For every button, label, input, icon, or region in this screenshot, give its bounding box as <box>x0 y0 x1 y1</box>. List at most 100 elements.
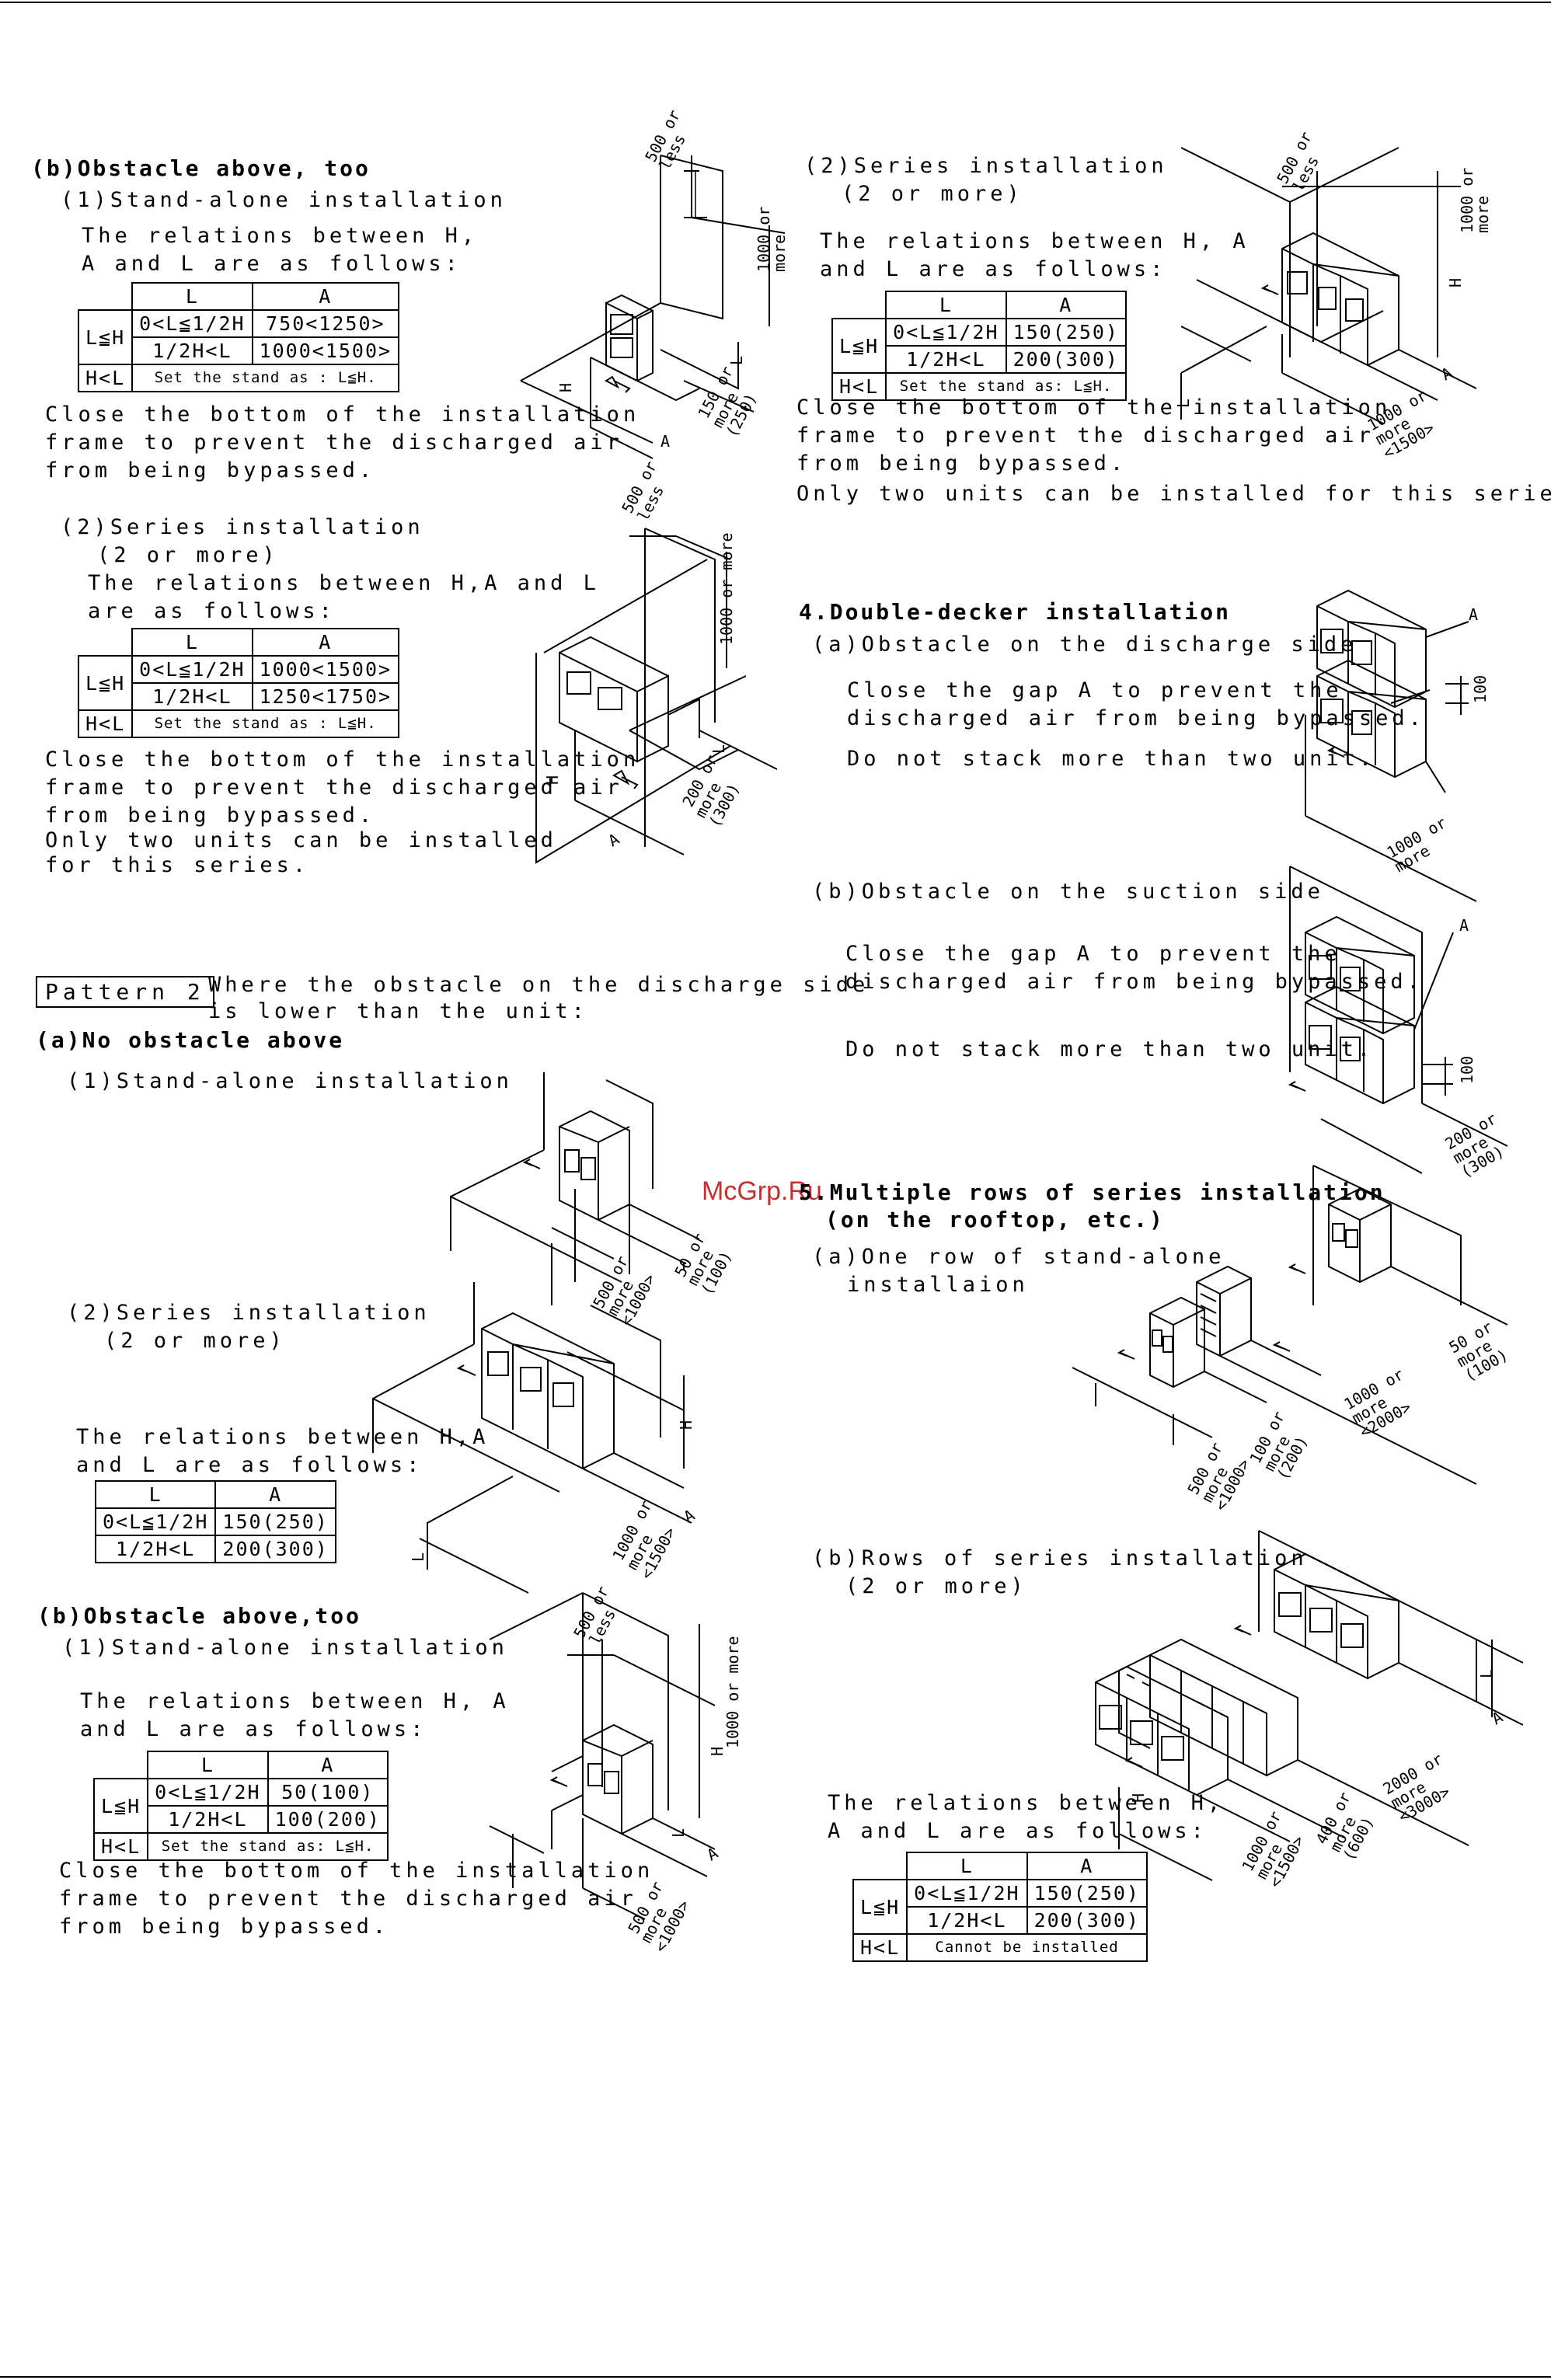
diagram-double-decker-discharge: A 100 1000 or more <box>1305 589 1490 902</box>
relations-text: are as follows: <box>88 599 336 623</box>
dim-label: 1000 or <box>1458 168 1476 233</box>
table-row-label: H<L <box>77 364 134 392</box>
table-row-label: H<L <box>77 709 134 738</box>
pattern-2-box: Pattern 2 <box>36 976 214 1008</box>
subheading-suction-side: (b)Obstacle on the suction side <box>812 880 1324 904</box>
note-text: for this series. <box>45 853 310 877</box>
note-text: Close the bottom of the installation <box>59 1859 654 1883</box>
section-heading-multiple-rows: 5.Multiple rows of series installation <box>799 1180 1385 1205</box>
subheading-discharge-side: (a)Obstacle on the discharge side <box>812 632 1358 657</box>
subheading-series-count: (2 or more) <box>97 543 279 567</box>
subheading-series-count: (2 or more) <box>104 1329 286 1353</box>
relations-text: The relations between H, <box>828 1791 1225 1815</box>
note-text: Do not stack more than two unit. <box>847 747 1376 771</box>
table-header-a: A <box>251 282 400 311</box>
note-text: discharged air from being bypassed. <box>845 970 1424 994</box>
note-text: frame to prevent the discharged air <box>45 430 623 455</box>
subheading-series: (2)Series installation <box>67 1301 430 1325</box>
table-header-l: L <box>906 1852 1028 1880</box>
section-heading-no-obstacle: (a)No obstacle above <box>36 1027 345 1053</box>
relations-text: The relations between H,A <box>76 1425 490 1449</box>
table-header-l: L <box>885 291 1007 319</box>
dim-label: 1000 or more <box>717 533 736 646</box>
table-cell: 200(300) <box>1026 1906 1148 1935</box>
table-cell: 150(250) <box>1026 1879 1148 1908</box>
table-cell: 1/2H<L <box>147 1805 269 1834</box>
dim-label-h: H <box>708 1747 727 1756</box>
diagram-right-series-obstacle-above: 500 or less 1000 or more H A L 1000 or m… <box>1174 128 1492 462</box>
table-cell: Set the stand as : L≦H. <box>131 709 400 738</box>
table-header-l: L <box>147 1751 269 1779</box>
diagram-pattern2-series: H A L 1000 or more <1500> <box>372 1282 698 1594</box>
relations-text: The relations between H,A and L <box>88 571 600 595</box>
table-header-l: L <box>94 1480 217 1509</box>
table-cell: 200(300) <box>214 1535 336 1563</box>
note-text: Do not stack more than two unit. <box>845 1037 1375 1061</box>
relations-text: and L are as follows: <box>80 1717 427 1741</box>
note-text: from being bypassed. <box>45 803 376 828</box>
subheading-series: (2)Series installation <box>61 515 424 539</box>
pattern-description: Where the obstacle on the discharge side <box>208 973 870 997</box>
table-cell: 1000<1500> <box>251 336 400 365</box>
table-cell: 750<1250> <box>251 309 400 338</box>
dim-label-h: H <box>556 383 575 392</box>
subheading-stand-alone: (1)Stand-alone installation <box>61 188 507 212</box>
table-header-a: A <box>214 1480 336 1509</box>
dim-label: more <box>1473 196 1492 233</box>
relations-text: The relations between H, <box>82 224 479 248</box>
table-row-label: H<L <box>831 372 887 401</box>
note-text: from being bypassed. <box>796 451 1128 476</box>
table-cell: 100(200) <box>267 1805 389 1834</box>
table-cell: 50(100) <box>267 1778 389 1807</box>
table-row-label: L≦H <box>852 1879 908 1935</box>
subheading-series-count: (2 or more) <box>842 182 1023 206</box>
dim-label: 1000 or <box>755 207 773 272</box>
subheading-series: (2)Series installation <box>804 154 1168 178</box>
note-text: Close the bottom of the installation <box>796 396 1392 420</box>
table-row-label: L≦H <box>77 309 134 365</box>
table-row-label: H<L <box>92 1832 149 1861</box>
table-row-label: L≦H <box>92 1778 149 1834</box>
relations-text: A and L are as follows: <box>828 1819 1208 1843</box>
note-text: Close the bottom of the installation <box>45 747 640 772</box>
table-header-l: L <box>131 628 253 657</box>
note-text: Close the gap A to prevent the <box>847 678 1343 702</box>
diagram-one-row-stand-alone: 500 or more <1000> 100 or more (200) 100… <box>1072 1165 1511 1514</box>
table-cell: 0<L≦1/2H <box>147 1778 269 1807</box>
diagram-series-obstacle-above: 500 or less 1000 or more 200 or more (30… <box>535 458 778 864</box>
table-cell: 1/2H<L <box>131 336 253 365</box>
dim-label: 100 <box>1471 675 1490 703</box>
table-cell: 1/2H<L <box>94 1535 217 1563</box>
dim-label-a: A <box>681 1506 698 1527</box>
dim-label-h: H <box>1129 1793 1148 1803</box>
section-heading-obstacle-above: (b)Obstacle above,too <box>37 1603 362 1629</box>
dim-label-l: L <box>1477 1669 1496 1678</box>
table-header-a: A <box>267 1751 389 1779</box>
subheading-stand-alone: (1)Stand-alone installation <box>67 1069 513 1093</box>
subheading-one-row: (a)One row of stand-alone <box>812 1245 1225 1269</box>
note-text: Only two units can be installed <box>45 828 557 852</box>
table-cell: 150(250) <box>214 1507 336 1536</box>
dim-label-a: A <box>704 1844 721 1865</box>
table-cell: 1/2H<L <box>885 345 1007 374</box>
diagram-rows-of-series: L A H 1000 or more <1500> 400 or more (6… <box>1095 1530 1524 1890</box>
relations-text: The relations between H, A <box>80 1689 510 1713</box>
table-cell: 0<L≦1/2H <box>885 318 1007 347</box>
note-text: Close the gap A to prevent the <box>845 942 1341 966</box>
diagram-double-decker-suction: A 100 200 or more (300) <box>1288 866 1508 1181</box>
subheading-rows-series-count: (2 or more) <box>845 1574 1027 1598</box>
table-row-label: H<L <box>852 1933 908 1962</box>
section-heading-double-decker: 4.Double-decker installation <box>799 599 1232 625</box>
table-cell: Set the stand as: L≦H. <box>147 1832 389 1861</box>
dim-label-l: L <box>409 1552 427 1562</box>
relations-text: A and L are as follows: <box>82 252 462 276</box>
diagram-stand-alone-obstacle-above: 500 or less 1000 or more 150 or more (25… <box>520 106 789 459</box>
subheading-stand-alone: (1)Stand-alone installation <box>62 1636 508 1660</box>
dim-label-h: H <box>677 1420 695 1430</box>
